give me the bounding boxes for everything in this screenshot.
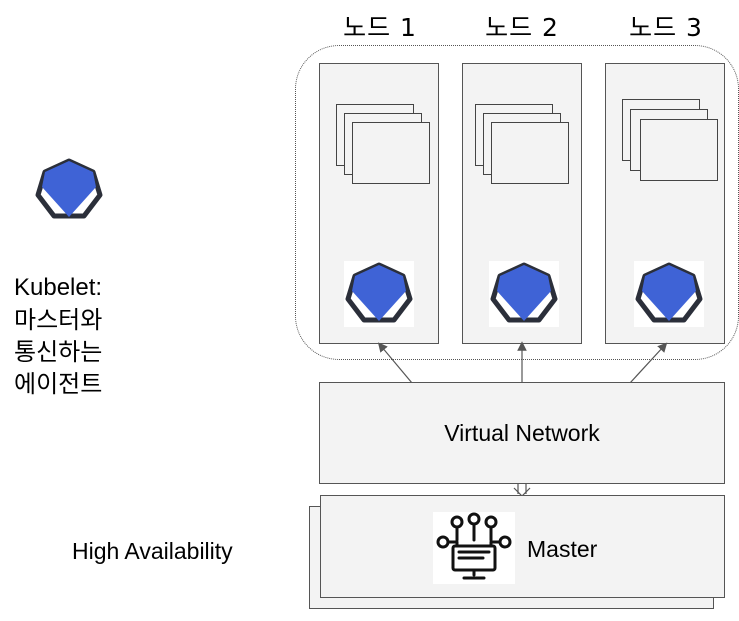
node-2-box [462,63,582,344]
node-2-label: 노드 2 [485,13,559,42]
virtual-network-label: Virtual Network [444,420,600,446]
kubelet-legend-title: Kubelet: [14,274,103,301]
kubelet-legend-desc-1: 마스터와 [14,306,103,334]
master-box: Master [320,495,725,598]
node-1-label: 노드 1 [343,13,417,42]
node-3-box [605,63,725,344]
kubelet-icon [344,261,414,327]
high-availability-label: High Availability [72,538,233,564]
master-label: Master [527,536,598,562]
kubelet-legend-desc-3: 에이전트 [14,370,103,398]
virtual-network-box: Virtual Network [319,382,725,484]
kubelet-icon [34,157,104,223]
node-1-box [319,63,439,344]
node-3-label: 노드 3 [629,13,703,42]
kubelet-icon [634,261,704,327]
control-panel-icon [433,512,515,584]
kubelet-icon [489,261,559,327]
kubelet-legend-desc-2: 통신하는 [14,338,103,366]
